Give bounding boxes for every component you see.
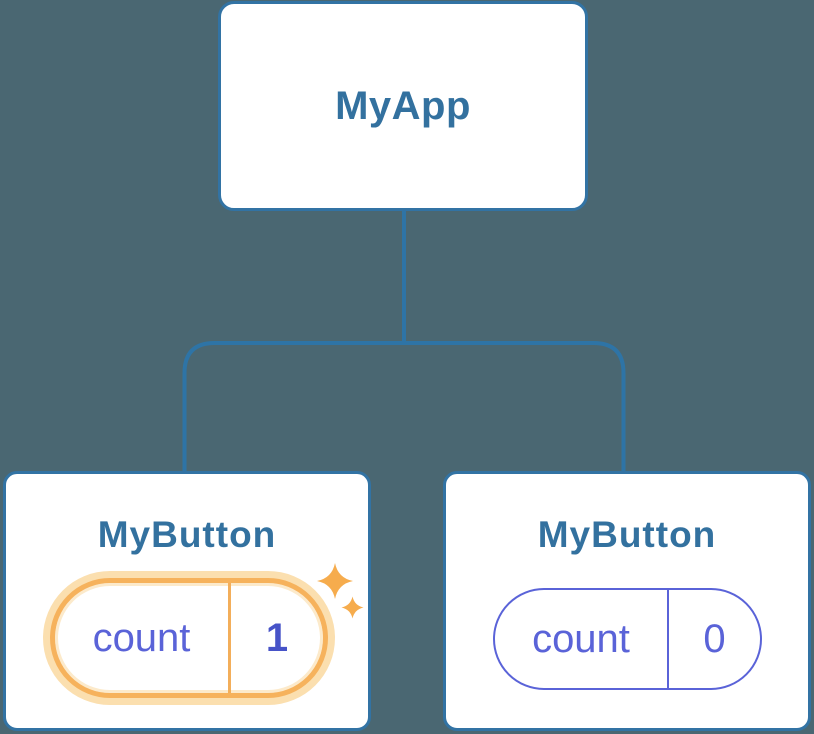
node-mybutton-2: MyButton count 0: [443, 471, 811, 731]
node-title: MyButton: [537, 514, 717, 555]
connector-bracket: [182, 341, 626, 472]
sparkle-large: [317, 563, 353, 599]
state-label-cell: count: [55, 583, 228, 693]
node-title: MyButton: [97, 514, 277, 555]
pill-divider: [667, 590, 669, 688]
state-pill-highlighted: count 1: [50, 578, 328, 698]
node-mybutton-1: MyButton count 1: [3, 471, 371, 731]
state-label: count: [92, 616, 191, 660]
state-value-cell: 1: [231, 583, 323, 693]
state-label: count: [532, 617, 630, 661]
pill-divider: [228, 583, 231, 693]
state-value: 1: [265, 616, 289, 660]
state-pill: count 0: [493, 588, 762, 690]
node-myapp: MyApp: [218, 1, 588, 211]
sparkle-icon: [317, 563, 364, 619]
state-label-cell: count: [495, 590, 667, 688]
node-title: MyApp: [335, 83, 471, 128]
state-value-cell: 0: [669, 590, 760, 688]
state-value: 0: [703, 617, 726, 661]
sparkle-small: [341, 596, 364, 619]
